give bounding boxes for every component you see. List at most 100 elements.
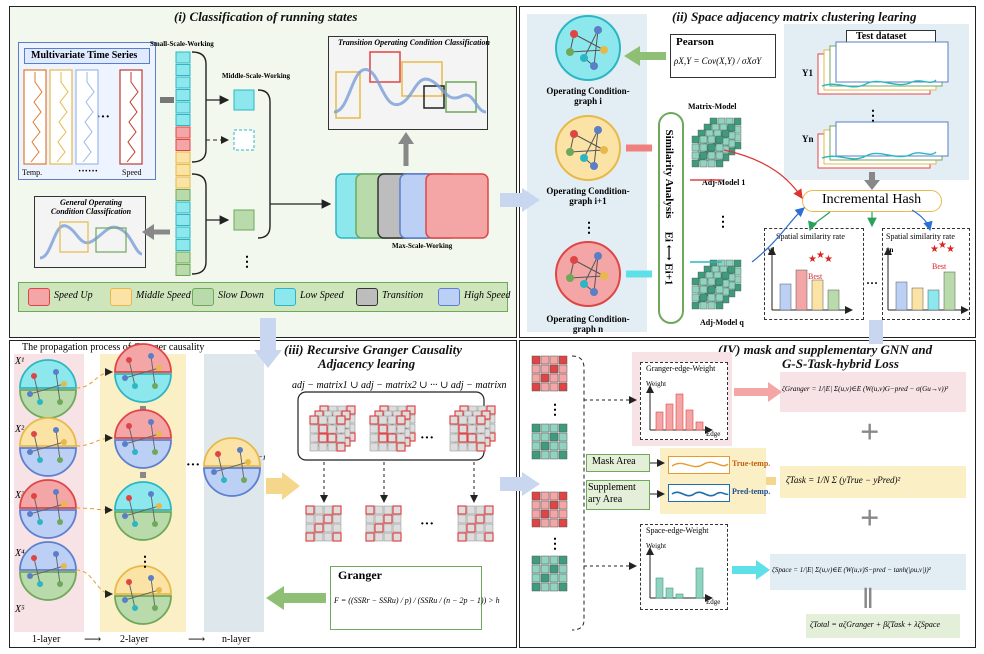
small-scale-label: Small-Scale-Working (150, 40, 214, 48)
layern-label: n-layer (222, 634, 251, 645)
transition-title: Transition Operating Condition Classific… (338, 38, 490, 47)
x4-label: X⁴ (15, 548, 25, 559)
legend-label: Transition (382, 290, 424, 301)
space-edge-box (640, 524, 728, 610)
legend-swatch (110, 288, 132, 306)
panel3-title-1: (iii) Recursive Granger Causality (284, 342, 463, 357)
layer1-bg (14, 354, 84, 632)
graph-i-label: Operating Condition-graph i (546, 86, 630, 106)
mts-ellipsis: ··· (96, 110, 111, 125)
granger-formula: F = ((SSRr − SSRu) / p) / (SSRu / (n − 2… (334, 596, 500, 605)
transition-box (328, 36, 488, 130)
panel4-title-1: (IV) mask and supplementary GNN and (718, 342, 933, 357)
granger-title: Granger (338, 568, 382, 582)
layer2-bg (100, 354, 186, 632)
test-dataset-label: Test dataset (856, 31, 907, 42)
pred-temp-box (668, 484, 730, 502)
middle-scale-label: Middle-Scale-Working (222, 72, 291, 80)
layer-ellipsis: ··· (186, 458, 201, 473)
pearson-formula: ρX,Y = Cov(X,Y) / σXσY (674, 56, 762, 66)
weight-label-2: Weight (646, 542, 667, 550)
space-edge-label: Space-edge-Weight (646, 526, 709, 535)
legend-label: Middle Speed (136, 290, 191, 301)
adj-formula: adj − matrix1 ∪ adj − matrix2 ∪ ··· ∪ ad… (292, 380, 507, 391)
x5-label: X⁵ (15, 604, 25, 615)
loss-granger-box (780, 372, 966, 412)
legend-swatch (28, 288, 50, 306)
supp-area-box (586, 480, 650, 510)
pred-temp-label: Pred-temp. (732, 487, 771, 496)
x2-label: X² (15, 424, 25, 435)
general-title-a: General Operating Condition Classificati… (50, 198, 132, 216)
x1-label: X¹ (15, 356, 25, 367)
layer-arrow-1: ⟶ (84, 632, 102, 646)
x3-label: X³ (15, 490, 25, 501)
panel3-title-2: Adjacency learing (318, 356, 416, 371)
true-temp-box (668, 456, 730, 474)
layer-arrow-2: ⟶ (188, 632, 206, 646)
testdata-bg (784, 24, 969, 180)
propagation-title: The propagation process of Granger causa… (22, 342, 205, 353)
speed-label: Speed (122, 168, 142, 177)
mts-dots: ······ (78, 166, 99, 177)
legend-swatch (438, 288, 460, 306)
plus-sign-2: + (860, 500, 880, 537)
pearson-title: Pearson (676, 36, 714, 48)
adj-model-1-label: Adj-Model 1 (702, 178, 746, 187)
legend-swatch (274, 288, 296, 306)
panel1-title: (i) Classification of running states (174, 9, 358, 24)
mask-area-label: Mask Area (592, 456, 636, 467)
equals-sign: ∥ (862, 586, 874, 611)
graph-i1-label: Operating Condition-graph i+1 (546, 186, 630, 206)
similarity-label: Similarity Analysis (663, 129, 675, 219)
granger-box (330, 566, 482, 630)
plus-sign-1: + (860, 414, 880, 451)
panel4-title-2: G-S-Task-hybrid Loss (782, 356, 899, 371)
y1-small-label: y1 (768, 246, 775, 254)
graph-n-label: Operating Condition-graph n (546, 314, 630, 334)
loss-total-box (806, 614, 960, 638)
sim-ellipsis: ··· (866, 276, 879, 290)
temp-label: Temp. (22, 168, 43, 177)
loss-task: ζTask = 1/N Σ (yTrue − yPred)² (786, 475, 901, 485)
yn-small-label: yn (886, 246, 894, 254)
legend-label: Slow Down (218, 290, 264, 301)
legend-label: Speed Up (54, 290, 93, 301)
panel2-title: (ii) Space adjacency matrix clustering l… (672, 9, 917, 24)
loss-space: ζSpace = 1/|E| Σ(u,v)∈E (W(u,v)S−pred − … (772, 566, 931, 574)
hash-box (802, 190, 942, 212)
sim-rate-label-2: Spatial similarity rate (886, 232, 955, 241)
best-label-2: Best (932, 262, 947, 271)
max-scale-label: Max-Scale-Working (392, 242, 453, 250)
layer2-label: 2-layer (120, 634, 149, 645)
legend-swatch (356, 288, 378, 306)
graph-column-bg (527, 14, 647, 332)
legend-label: Low Speed (300, 290, 344, 301)
weight-label-1: Weight (646, 380, 667, 388)
edge-label-1: Edge (706, 430, 721, 438)
matrix-model-label: Matrix-Model (688, 102, 737, 111)
granger-edge-label: Granger-edge-Weight (646, 364, 716, 373)
yn-label: Yn (802, 134, 814, 144)
supp-area-label: Supplement ary Area (588, 482, 636, 505)
hash-label: Incremental Hash (822, 192, 922, 207)
ei-label: Ei ⟷ Ei+1 (662, 231, 675, 286)
sim-rate-label-1: Spatial similarity rate (776, 232, 845, 241)
xn1-label: Xⁿ⁻¹ (248, 454, 266, 465)
mask-area-box (586, 454, 650, 472)
true-temp-label: True-temp. (732, 459, 771, 468)
similarity-bar (658, 112, 684, 324)
granger-edge-box (640, 362, 728, 440)
xn-label: Xⁿ (248, 474, 258, 485)
adj-model-q-label: Adj-Model q (700, 318, 744, 327)
sim-rate-box-2 (882, 228, 970, 320)
loss-total: ζTotal = αζGranger + βζTask + λζSpace (810, 620, 940, 629)
legend-bar (18, 282, 508, 312)
legend-label: High Speed (464, 290, 511, 301)
pearson-box (670, 34, 776, 78)
layer1-label: 1-layer (32, 634, 61, 645)
edge-label-2: Edge (706, 598, 721, 606)
mts-title (24, 48, 150, 64)
loss-task-box (780, 466, 966, 498)
mts-title-text: Multivariate Time Series (31, 50, 138, 61)
